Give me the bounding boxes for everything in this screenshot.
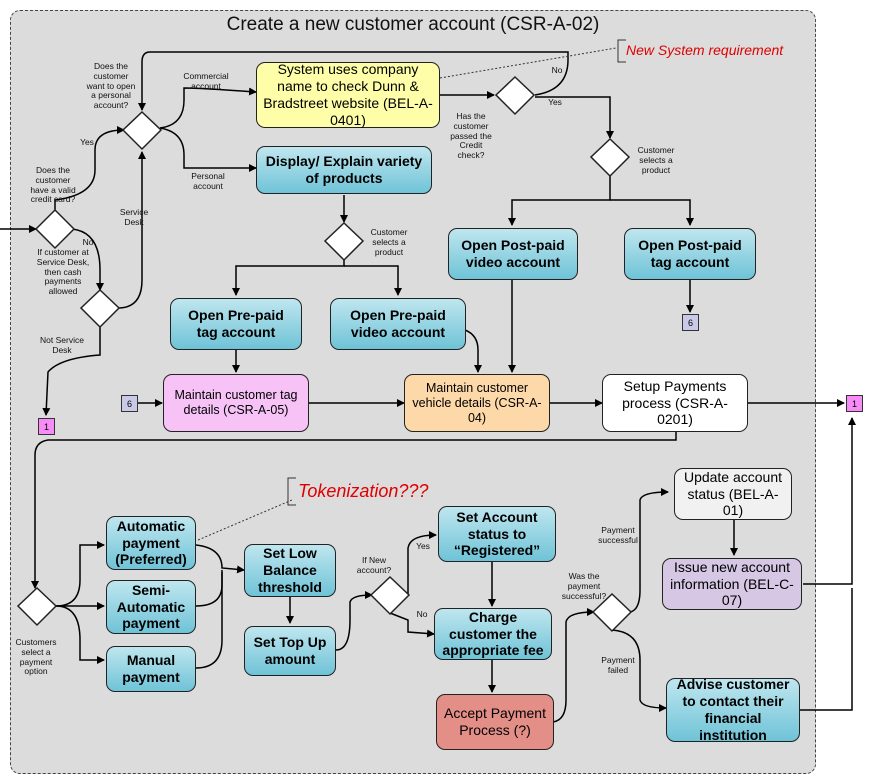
label-no-credit: No [82, 237, 94, 247]
note-line-tokenization [197, 499, 293, 541]
edge-manual-to-low [195, 572, 223, 669]
label-personal-question: Does the customer want to open a persona… [86, 61, 136, 111]
label-commercial: Commercial account [183, 71, 229, 91]
box-dunn-check[interactable]: System uses company name to check Dunn &… [256, 61, 440, 128]
edge-to-manual [55, 605, 105, 664]
edge-to-prepaid-tag [232, 258, 345, 296]
box-display-products[interactable]: Display/ Explain variety of products [256, 146, 432, 194]
box-maintain-vehicle[interactable]: Maintain customer vehicle details (CSR-A… [404, 374, 550, 432]
decision-credit-check [494, 75, 536, 116]
decision-payment-option [16, 586, 58, 627]
connector-1-left: 1 [38, 418, 55, 435]
edge-to-postpaid-tag [610, 199, 694, 226]
edge-semi-to-low [195, 570, 223, 607]
label-payment-option: Customers select a payment option [15, 637, 57, 677]
box-issue-new-account[interactable]: Issue new account information (BEL-C-07) [662, 558, 802, 610]
diagram-title: Create a new customer account (CSR-A-02) [226, 14, 600, 35]
label-valid-credit: Does the customer have a valid credit ca… [30, 165, 76, 205]
label-if-new: If New account? [356, 555, 392, 575]
edge-no-credit [71, 228, 104, 291]
label-credit-check: Has the customer passed the Credit check… [450, 111, 492, 161]
edge-commercial [159, 87, 257, 129]
decision-personal-account [121, 110, 163, 151]
decision-customer-selects-prepaid [323, 221, 365, 262]
edge-topup-to-new [335, 591, 373, 651]
label-customer-selects-prepaid: Customer selects a product [370, 227, 408, 257]
label-yes-new: Yes [416, 541, 430, 551]
label-no-top: No [551, 65, 563, 75]
box-set-registered[interactable]: Set Account status to “Registered” [438, 506, 556, 562]
box-prepaid-video[interactable]: Open Pre-paid video account [330, 298, 466, 350]
box-top-up[interactable]: Set Top Up amount [244, 626, 336, 676]
label-no-new: No [416, 609, 428, 619]
note-bracket-tokenization [287, 477, 296, 506]
note-tokenization: Tokenization??? [298, 481, 429, 501]
label-customer-selects-postpaid: Customer selects a product [637, 145, 675, 175]
edge-not-service-desk [42, 326, 101, 416]
label-yes-credit: Yes [80, 137, 94, 147]
label-service-desk-cash: If customer at Service Desk, then cash p… [36, 247, 90, 297]
decision-payment-successful [591, 592, 633, 633]
note-new-system: New System requirement [626, 42, 784, 58]
edge-issue-to-c1 [803, 417, 856, 585]
edge-yes-credit [54, 126, 125, 211]
edge-personal [159, 127, 257, 172]
edge-accept-to-success [552, 608, 595, 723]
box-automatic-payment[interactable]: Automatic payment (Preferred) [106, 516, 196, 570]
decision-new-account [369, 575, 411, 616]
edge-advise-to-c1 [800, 588, 853, 711]
box-semi-automatic-payment[interactable]: Semi-Automatic payment [106, 580, 196, 634]
edge-fail-to-advise [611, 629, 667, 712]
label-was-payment: Was the payment successful? [561, 571, 607, 601]
box-postpaid-video[interactable]: Open Post-paid video account [448, 228, 578, 280]
box-charge-fee[interactable]: Charge customer the appropriate fee [434, 608, 552, 660]
label-payment-successful: Payment successful [598, 525, 638, 545]
edge-loop-no [138, 51, 569, 111]
label-payment-failed: Payment failed [601, 655, 635, 675]
edge-to-auto [55, 541, 105, 607]
edge-new-no [389, 612, 435, 638]
label-personal: Personal account [191, 171, 225, 191]
box-setup-payments[interactable]: Setup Payments process (CSR-A-0201) [602, 374, 748, 432]
edge-credit-yes [535, 96, 614, 139]
box-maintain-tag[interactable]: Maintain customer tag details (CSR-A-05) [163, 374, 309, 432]
edge-service-desk [117, 151, 146, 309]
label-not-service-desk: Not Service Desk [40, 335, 84, 355]
decision-valid-credit [34, 208, 76, 250]
box-update-status[interactable]: Update account status (BEL-A-01) [674, 468, 792, 520]
box-advise-customer[interactable]: Advise customer to contact their financi… [666, 676, 800, 743]
connector-6-right: 6 [682, 314, 699, 331]
decision-customer-selects-postpaid [589, 137, 631, 178]
box-postpaid-tag[interactable]: Open Post-paid tag account [624, 228, 756, 280]
edge-to-prepaid-video [344, 265, 402, 296]
edge-new-yes [407, 531, 437, 595]
edge-success-to-update [629, 488, 669, 613]
box-low-balance[interactable]: Set Low Balance threshold [244, 544, 336, 597]
box-manual-payment[interactable]: Manual payment [106, 646, 196, 692]
note-line-new-system [439, 47, 617, 79]
note-bracket-new-system [617, 39, 626, 63]
label-yes-top: Yes [548, 97, 562, 107]
decision-service-desk [79, 288, 121, 329]
edge-auto-to-low [195, 544, 245, 574]
edge-to-postpaid-video [508, 175, 611, 226]
connector-6-left: 6 [121, 395, 138, 412]
edge-prepaid-video-to-vehicle [464, 329, 482, 373]
box-prepaid-tag[interactable]: Open Pre-paid tag account [170, 298, 302, 350]
connector-1-right: 1 [846, 395, 863, 412]
box-accept-payment[interactable]: Accept Payment Process (?) [436, 694, 554, 750]
edge-setup-to-payment-option [31, 430, 677, 589]
label-service-desk: Service Desk [119, 207, 149, 227]
